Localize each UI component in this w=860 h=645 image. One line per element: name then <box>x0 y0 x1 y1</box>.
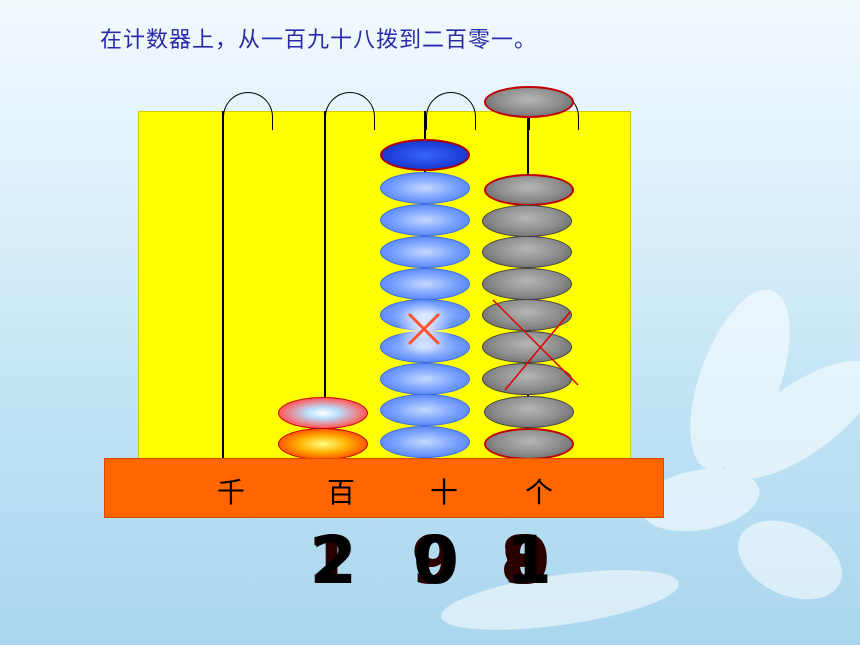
ones-bead[interactable] <box>482 236 572 268</box>
tens-digit: 0 <box>413 522 459 599</box>
tens-bead[interactable] <box>380 426 470 458</box>
thousands-rod <box>222 111 224 461</box>
ones-digit: 9 <box>502 522 548 599</box>
ones-label: 个 <box>525 476 554 509</box>
ones-digit: 1 <box>506 522 552 599</box>
tens-bead[interactable] <box>380 268 470 300</box>
hundreds-rod <box>324 111 326 461</box>
thousands-label: 千 <box>217 476 246 509</box>
ones-bead[interactable] <box>482 205 572 237</box>
ones-bead[interactable] <box>482 268 572 300</box>
hundreds-digit: 1 <box>307 522 353 599</box>
instruction-title: 在计数器上，从一百九十八拨到二百零一。 <box>100 28 538 53</box>
ones-digit: 0 <box>504 522 550 599</box>
hundreds-label: 百 <box>327 476 356 509</box>
tens-bead[interactable] <box>380 363 470 395</box>
tens-bead[interactable] <box>380 139 470 171</box>
ones-bead[interactable] <box>484 86 574 118</box>
cross-mark-icon <box>396 301 452 357</box>
ones-digit: 8 <box>500 522 546 599</box>
tens-digit: 9 <box>411 522 457 599</box>
hundreds-digit: 2 <box>311 522 357 599</box>
tens-label: 十 <box>430 476 459 509</box>
ones-bead[interactable] <box>484 396 574 428</box>
tens-bead[interactable] <box>380 204 470 236</box>
hundreds-bead[interactable] <box>278 428 368 460</box>
tens-bead[interactable] <box>380 394 470 426</box>
place-value-base: 千 百 十 个 <box>104 458 664 518</box>
